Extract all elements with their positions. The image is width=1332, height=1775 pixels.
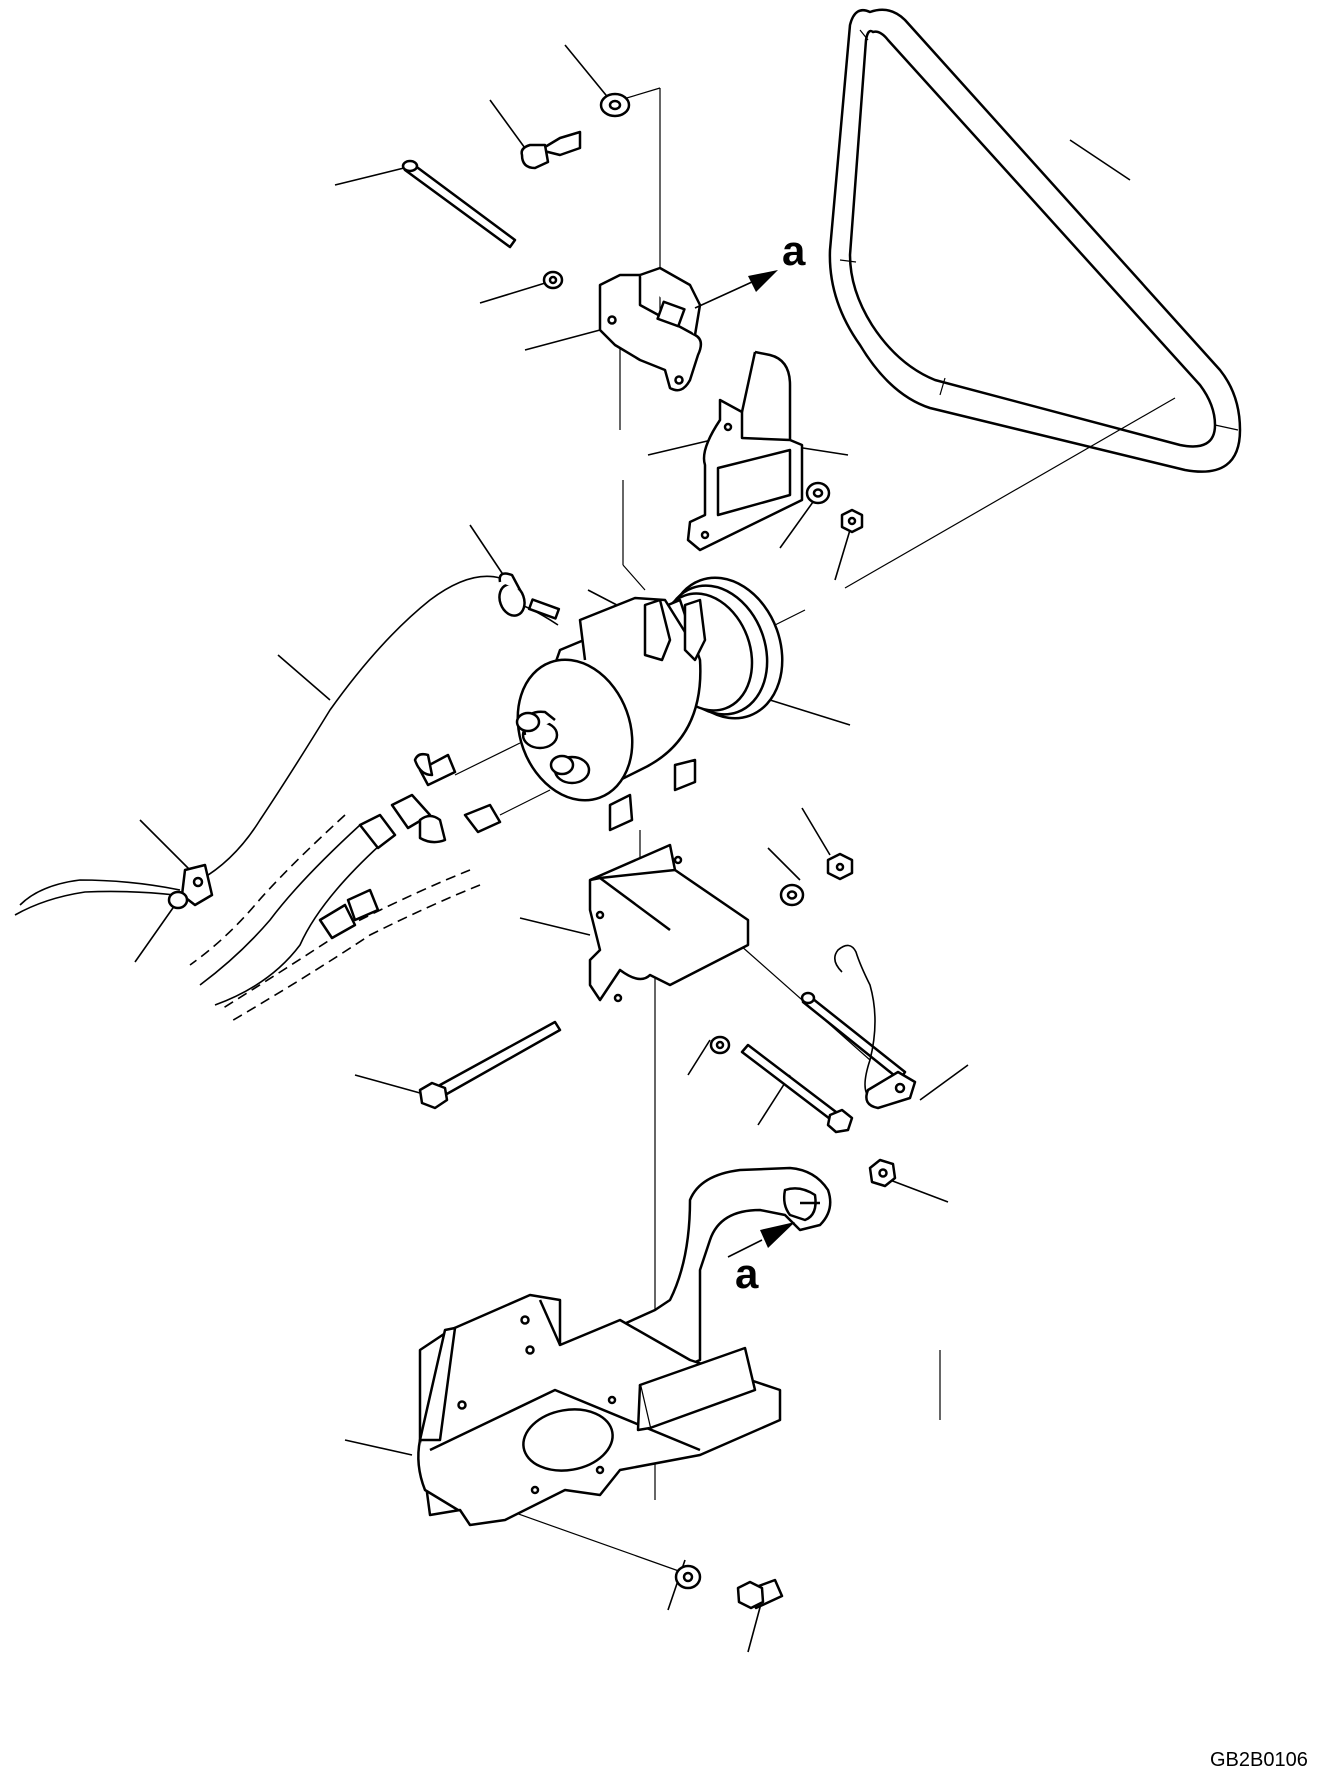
arrow-label-lower: a <box>735 1250 759 1297</box>
arrow-lower <box>727 1222 795 1258</box>
ground-wire <box>834 944 917 1110</box>
bottom-bolt <box>736 1578 784 1610</box>
upper-bracket <box>598 266 703 392</box>
base-bracket <box>417 1166 832 1527</box>
compressor <box>515 576 784 832</box>
long-bolt-left <box>418 1020 562 1110</box>
right-nut <box>868 1158 897 1188</box>
wire-harness <box>14 572 561 916</box>
long-bolt-right <box>740 1043 854 1134</box>
arrow-upper <box>694 270 778 309</box>
bottom-washer <box>674 1564 702 1590</box>
v-belt <box>828 8 1242 473</box>
small-washer-top <box>542 270 564 290</box>
mid-nut <box>840 508 864 534</box>
long-rod-right <box>800 991 907 1082</box>
top-bolt <box>520 130 582 170</box>
lower-small-washer <box>709 1035 731 1055</box>
hoses <box>189 742 551 1023</box>
top-washer <box>599 92 631 118</box>
mid-washer <box>805 481 831 505</box>
lower-bracket <box>588 843 750 1003</box>
long-rod-top <box>401 159 517 249</box>
arrow-label-upper: a <box>782 227 806 274</box>
drawing-code: GB2B0106 <box>1210 1749 1308 1771</box>
lower-washer-nut <box>779 852 854 907</box>
mid-bracket <box>686 350 804 552</box>
